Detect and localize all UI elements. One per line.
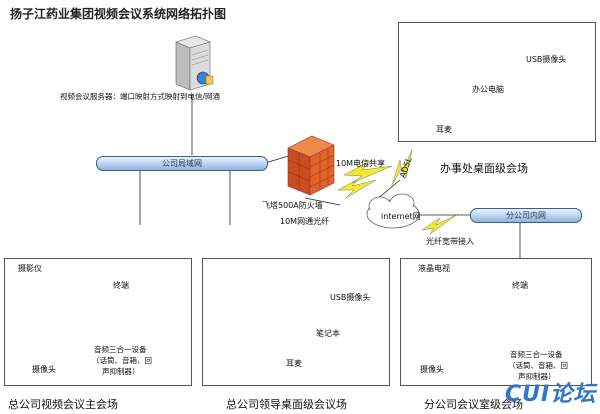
internet-cloud-icon bbox=[366, 193, 420, 229]
company-lan-bus: 公司局域网 bbox=[96, 156, 268, 171]
leader-room-caption: 总公司领导桌面级会议场 bbox=[226, 398, 347, 411]
main-audio-detail-1: （话筒、音箱、回 bbox=[92, 356, 152, 365]
fiber-access-label: 光纤宽带接入 bbox=[426, 237, 474, 246]
main-room-box bbox=[4, 258, 192, 386]
firewall-icon bbox=[287, 135, 335, 196]
main-camera-label: 摄像头 bbox=[32, 365, 56, 374]
branch-room-caption: 分公司会议室级会场 bbox=[424, 398, 523, 411]
laptop-label: 笔记本 bbox=[316, 329, 340, 338]
branch-camera-label: 摄像头 bbox=[420, 365, 444, 374]
firewall-label: 飞塔500A防火墙 bbox=[262, 201, 323, 210]
branch-network-bus: 分公司内网 bbox=[470, 208, 582, 223]
branch-audio-detail-2: 声抑制器） bbox=[518, 372, 556, 381]
leader-room-box bbox=[202, 258, 390, 386]
main-audio-detail-2: 声抑制器） bbox=[102, 367, 140, 376]
watermark-logo: CUI论坛 bbox=[505, 382, 597, 407]
internet-label: internet网 bbox=[381, 212, 421, 221]
main-terminal-label: 终端 bbox=[113, 281, 129, 290]
office-headset-label: 耳麦 bbox=[436, 125, 452, 134]
lightning-icon bbox=[337, 149, 459, 235]
server-icon bbox=[175, 35, 214, 91]
branch-audio-detail-1: （话筒、音箱、回 bbox=[508, 361, 568, 370]
leader-usb-camera-label: USB摄像头 bbox=[330, 293, 371, 302]
company-lan-label: 公司局域网 bbox=[162, 159, 202, 168]
branch-room-box bbox=[400, 258, 592, 386]
fiber-label: 10M网通光纤 bbox=[280, 217, 330, 226]
branch-terminal-label: 终端 bbox=[512, 281, 528, 290]
main-audio-label: 音频三合一设备 bbox=[94, 345, 147, 354]
branch-audio-label: 音频三合一设备 bbox=[510, 350, 563, 359]
main-room-caption: 总公司视频会议主会场 bbox=[8, 398, 118, 411]
office-pc-label: 办公电脑 bbox=[472, 85, 504, 94]
projector-label: 摄影仪 bbox=[18, 264, 42, 273]
lcd-tv-label: 液晶电视 bbox=[418, 264, 450, 273]
diagram-title: 扬子江药业集团视频会议系统网络拓扑图 bbox=[10, 7, 227, 21]
telecom-label: 10M电信共享 bbox=[336, 159, 386, 168]
server-label: 视频会议服务器：端口映射方式映射到电信/网通 bbox=[60, 92, 221, 101]
leader-headset-label: 耳麦 bbox=[286, 359, 302, 368]
office-room-box bbox=[398, 22, 596, 142]
office-room-caption: 办事处桌面级会场 bbox=[440, 162, 528, 175]
branch-network-label: 分公司内网 bbox=[506, 211, 546, 220]
office-usb-camera-label: USB摄像头 bbox=[526, 55, 567, 64]
